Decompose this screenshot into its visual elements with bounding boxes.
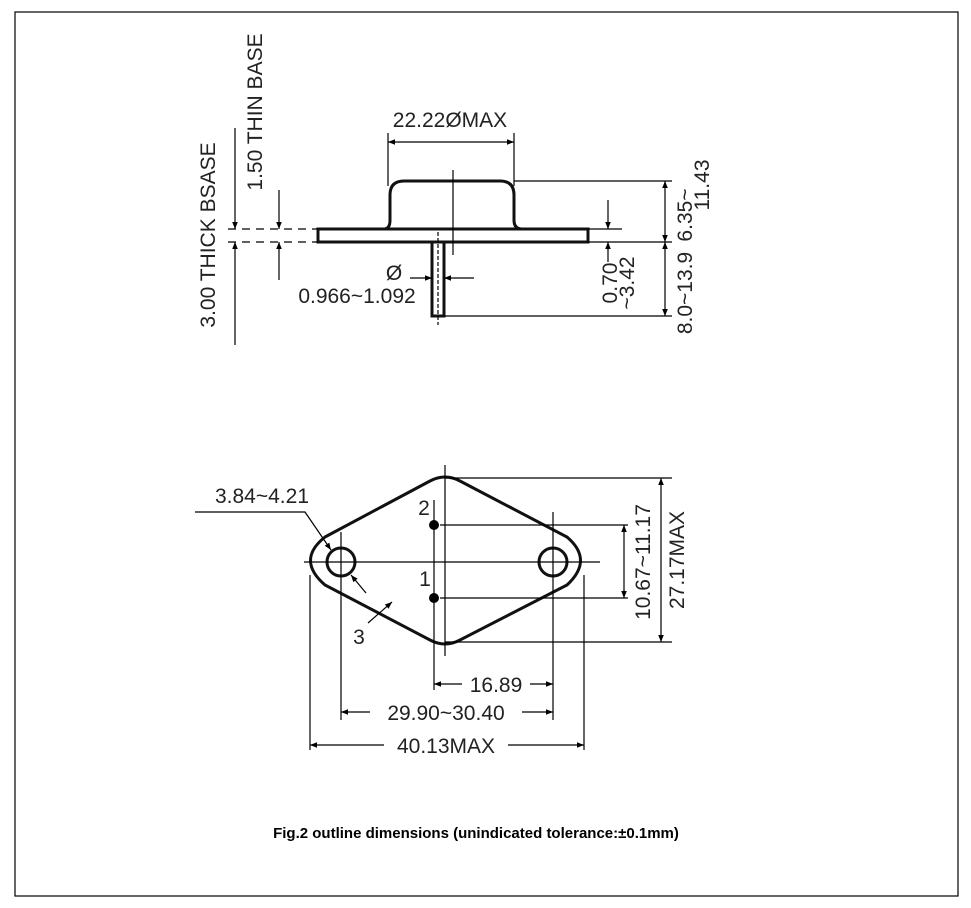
- pin-spacing-label: 10.67~11.17: [632, 504, 655, 620]
- bottom-view: 2 1 10.67~11.17 27.17MAX 16.89 29.90~30.…: [195, 465, 689, 758]
- case-label: 3: [353, 626, 365, 649]
- height-label-a: 6.35~: [674, 188, 697, 241]
- diameter-symbol: Ø: [386, 262, 402, 285]
- hole-spacing-label: 29.90~30.40: [387, 702, 504, 725]
- pin-to-hole-label: 16.89: [470, 674, 523, 697]
- height-label-b: 11.43: [691, 160, 714, 211]
- cap-body: [383, 179, 523, 231]
- lead-offset-label-a: 0.70: [599, 263, 622, 304]
- hole-diameter-label: 3.84~4.21: [215, 485, 309, 508]
- figure-frame: [14, 11, 959, 897]
- overall-height-label: 27.17MAX: [666, 511, 689, 609]
- overall-width-label: 40.13MAX: [397, 735, 495, 758]
- pin-2-label: 2: [418, 497, 430, 520]
- lead-length-label: 8.0~13.9: [674, 252, 697, 334]
- side-view: 22.22ØMAX 3.00 THICK BSASE 1.50 THIN BAS…: [197, 33, 714, 345]
- thin-base-label: 1.50 THIN BASE: [244, 33, 267, 190]
- figure-caption: Fig.2 outline dimensions (unindicated to…: [273, 825, 679, 842]
- pin-1-label: 1: [419, 568, 431, 591]
- lead-diameter-label: 0.966~1.092: [298, 285, 415, 308]
- thick-base-label: 3.00 THICK BSASE: [197, 142, 220, 327]
- lead-offset-label-b: ~3.42: [616, 256, 639, 309]
- cap-diameter-label: 22.22ØMAX: [393, 109, 507, 132]
